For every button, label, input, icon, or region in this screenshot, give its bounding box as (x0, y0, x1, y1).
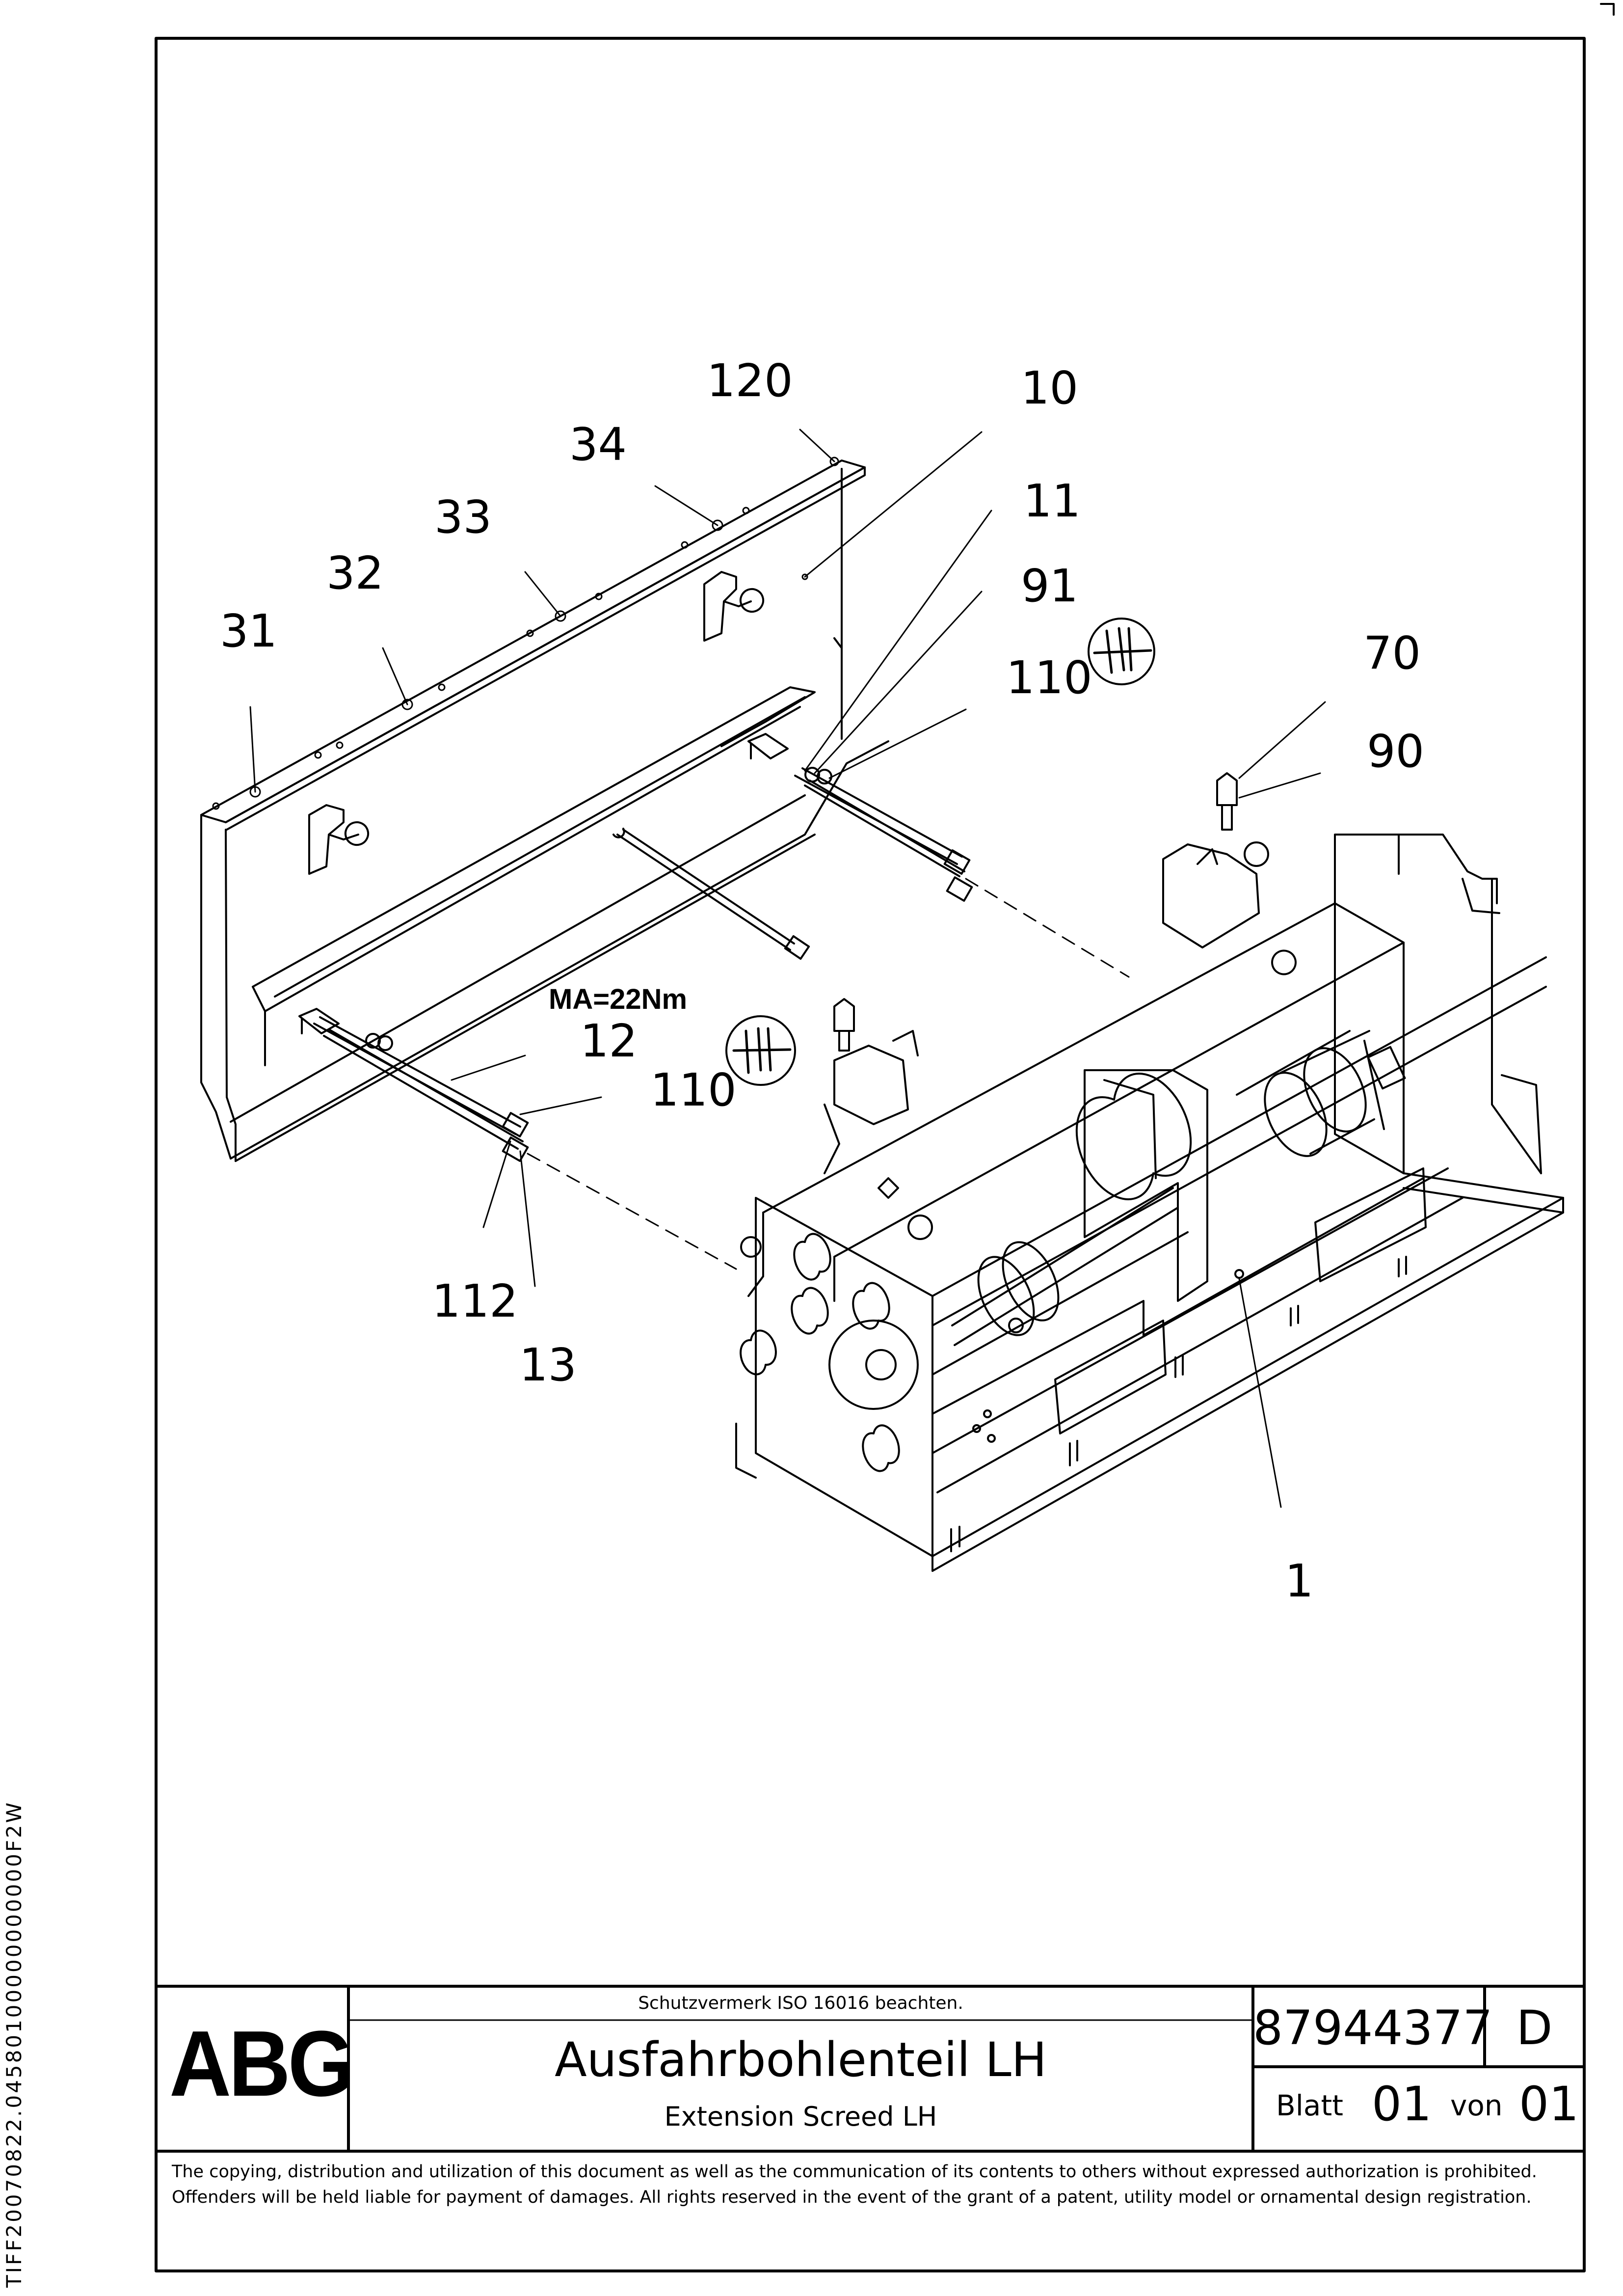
sheet-label: Blatt (1276, 2089, 1343, 2122)
torque-note: MA=22Nm (549, 983, 688, 1015)
callout-12: 12 (580, 1015, 638, 1067)
leader-lines (249, 429, 1326, 1508)
callout-91: 91 (1021, 560, 1079, 612)
callout-13: 13 (519, 1339, 577, 1391)
document-code: TIFF20070822.04580100000000000F2W (2, 1800, 26, 2288)
callout-112: 112 (432, 1275, 518, 1327)
callout-33: 33 (434, 491, 492, 543)
callout-1: 1 (1285, 1555, 1314, 1607)
callout-10: 10 (1021, 362, 1079, 414)
sheet-border (155, 37, 1586, 2272)
callout-110-top: 110 (1006, 651, 1092, 704)
callout-120: 120 (707, 354, 793, 407)
callout-90: 90 (1367, 725, 1425, 778)
title-en: Extension Screed LH (664, 2101, 937, 2132)
of-label: von (1450, 2089, 1503, 2122)
weld-detail-bubbles (725, 618, 1155, 1086)
part-number: 87944377 (1253, 2000, 1493, 2055)
title-de: Ausfahrbohlenteil LH (555, 2032, 1047, 2087)
main-frame (735, 772, 1564, 1572)
rods (313, 767, 973, 1162)
sheet-number: 01 (1372, 2077, 1432, 2132)
callout-31: 31 (220, 605, 278, 657)
abg-logo: ABG (169, 2012, 354, 2116)
callout-32: 32 (326, 547, 384, 599)
callout-70: 70 (1363, 627, 1421, 679)
screed-plate (200, 457, 889, 1162)
callout-110-bottom: 110 (650, 1064, 737, 1116)
revision: D (1516, 2000, 1553, 2055)
protection-note: Schutzvermerk ISO 16016 beachten. (638, 1993, 963, 2013)
callout-11: 11 (1023, 475, 1081, 527)
callout-34: 34 (569, 418, 627, 471)
sheet-total: 01 (1519, 2077, 1579, 2132)
copyright-notice: The copying, distribution and utilizatio… (172, 2162, 1537, 2207)
